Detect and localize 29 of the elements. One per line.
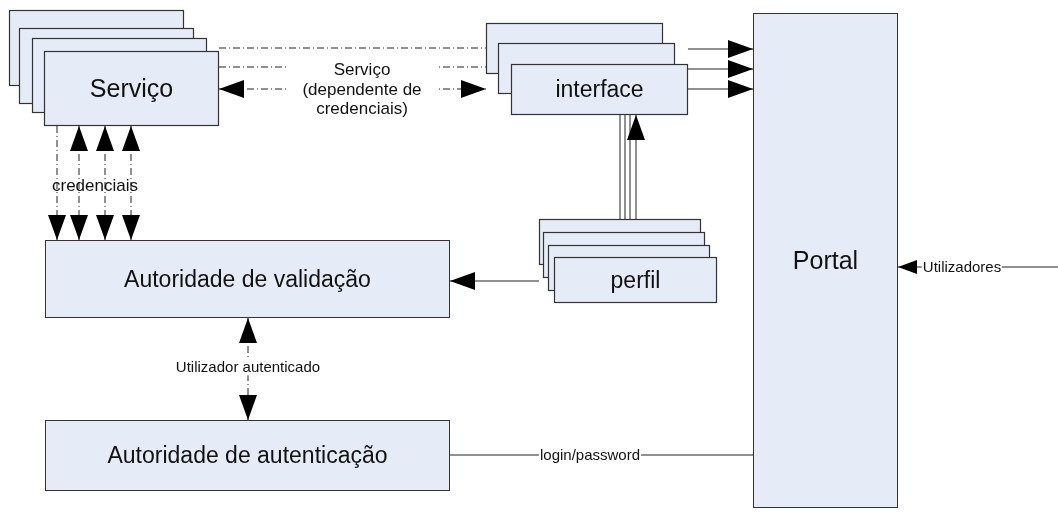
connector-line xyxy=(624,114,626,220)
stacked-service-boxes xyxy=(9,10,219,126)
node-label: Autoridade de validação xyxy=(124,265,371,293)
connector-line xyxy=(629,114,631,220)
node-label: Serviço xyxy=(89,74,174,103)
stacked-interface-boxes xyxy=(486,23,688,115)
arrow xyxy=(122,125,140,241)
portal-box xyxy=(753,13,898,508)
stacked-profile-boxes xyxy=(539,219,717,303)
arrow xyxy=(239,317,257,421)
connector-line xyxy=(619,114,621,220)
arrow xyxy=(70,125,88,241)
text-label: credenciais xyxy=(51,176,139,196)
arrow xyxy=(48,125,66,241)
arrow xyxy=(627,114,645,220)
node-label: interface xyxy=(555,76,644,103)
arrow xyxy=(449,272,540,290)
node-label: Autoridade de autenticação xyxy=(107,442,388,469)
authentication-authority-box xyxy=(45,420,450,491)
arrow xyxy=(687,40,754,58)
connector-line xyxy=(218,47,487,49)
validation-authority-box xyxy=(45,240,450,318)
node-label: perfil xyxy=(610,266,661,294)
arrow xyxy=(96,125,114,241)
arrow xyxy=(687,80,754,98)
edge-label: login/password xyxy=(538,446,642,464)
edge-label: Utilizador autenticado xyxy=(174,358,322,376)
arrow xyxy=(687,60,754,78)
node-label: Portal xyxy=(792,246,859,275)
